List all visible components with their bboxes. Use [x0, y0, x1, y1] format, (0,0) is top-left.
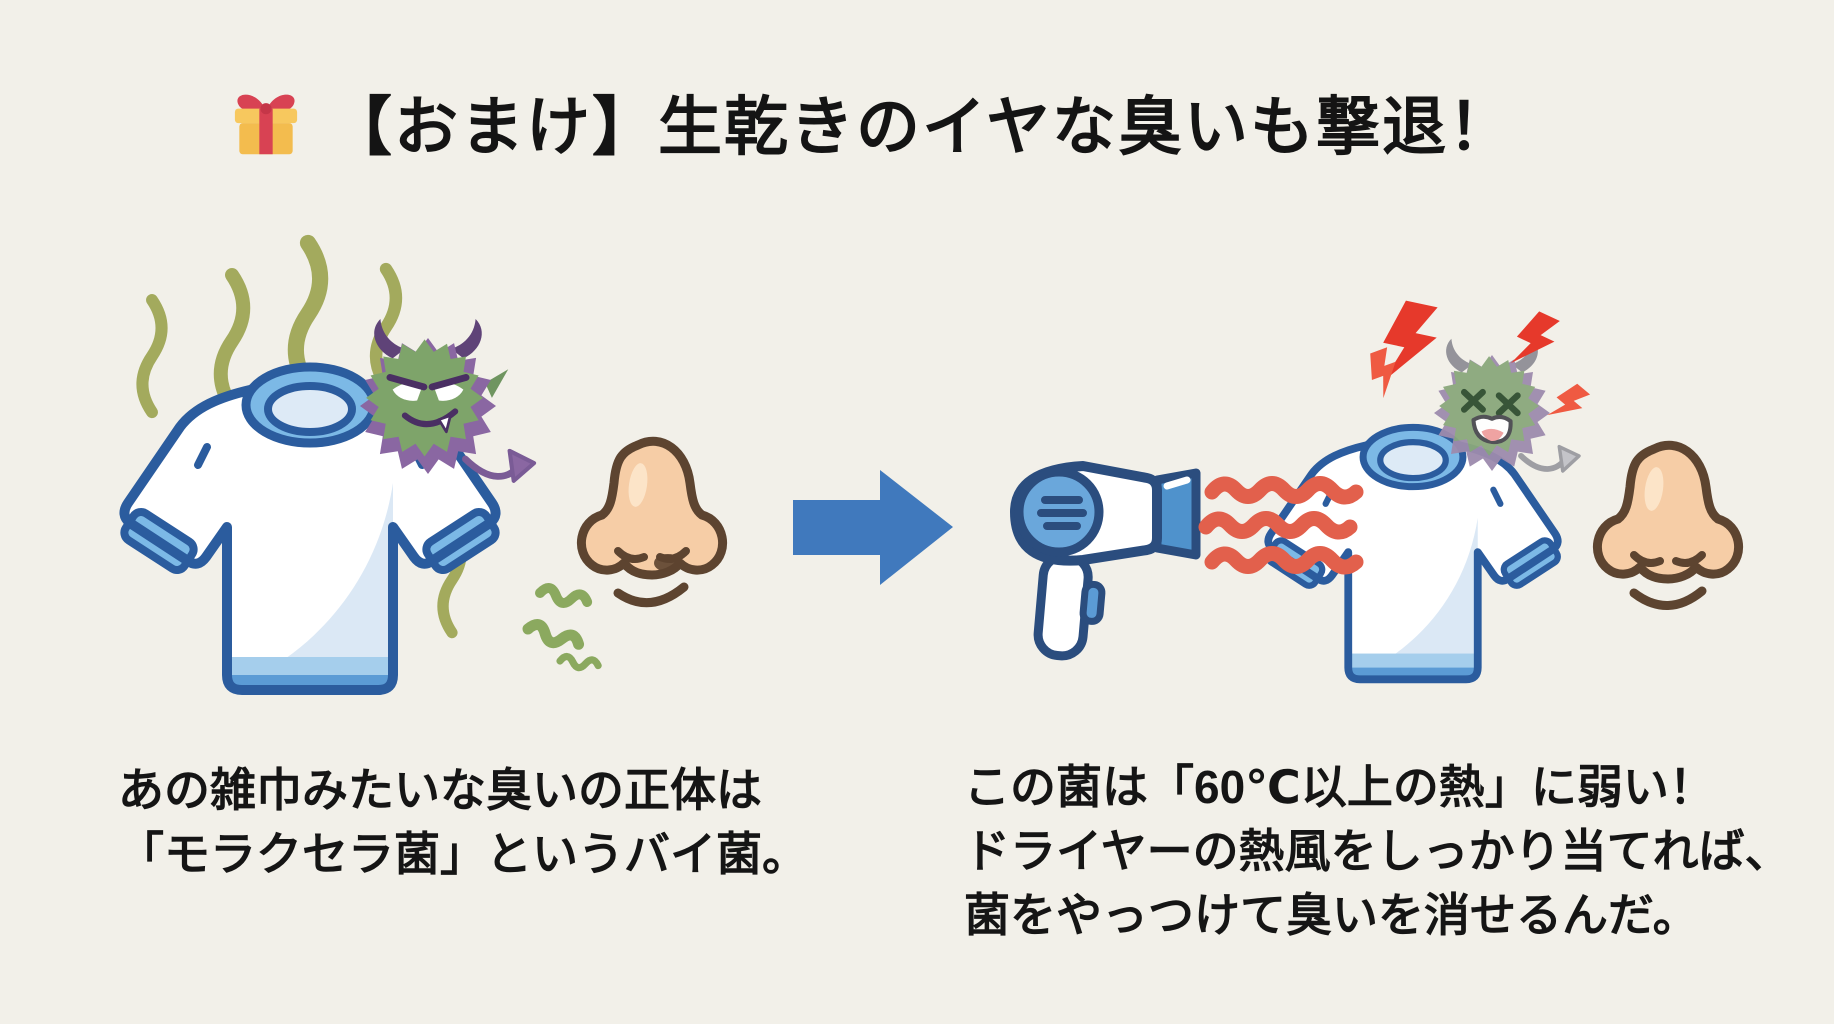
caption-line: ドライヤーの熱風をしっかり当てれば、	[964, 825, 1791, 877]
caption-line: この菌は「60℃以上の熱」に弱い！	[964, 761, 1715, 813]
arrow-right-icon	[793, 470, 953, 585]
germ-monster-defeated-icon	[1434, 338, 1581, 473]
lightning-icon	[1543, 379, 1593, 430]
caption-before: あの雑巾みたいな臭いの正体は 「モラクセラ菌」というバイ菌。	[118, 758, 808, 886]
title-text: 【おまけ】生乾きのイヤな臭いも撃退！	[327, 91, 1515, 163]
illustration-scene	[0, 205, 1834, 765]
heat-waves-icon	[1206, 484, 1356, 568]
sniff-squiggles-icon	[526, 586, 599, 670]
gift-icon	[234, 94, 298, 155]
lightning-icon	[1363, 346, 1406, 400]
displeased-mouth	[613, 582, 689, 608]
page-title: 【おまけ】生乾きのイヤな臭いも撃退！	[0, 76, 1740, 168]
before-scene	[121, 243, 723, 690]
nose-sniffing-icon	[581, 441, 722, 608]
caption-after: この菌は「60℃以上の熱」に弱い！ ドライヤーの熱風をしっかり当てれば、 菌をや…	[964, 755, 1791, 947]
after-scene	[1010, 297, 1739, 679]
caption-line: 「モラクセラ菌」というバイ菌。	[118, 828, 808, 880]
smile-mouth	[1629, 586, 1707, 610]
caption-line: あの雑巾みたいな臭いの正体は	[118, 764, 762, 816]
germ-monster-evil-icon	[360, 318, 537, 483]
nose-happy-icon	[1597, 445, 1738, 610]
caption-line: 菌をやっつけて臭いを消せるんだ。	[964, 889, 1699, 941]
hair-dryer-icon	[1010, 461, 1201, 661]
